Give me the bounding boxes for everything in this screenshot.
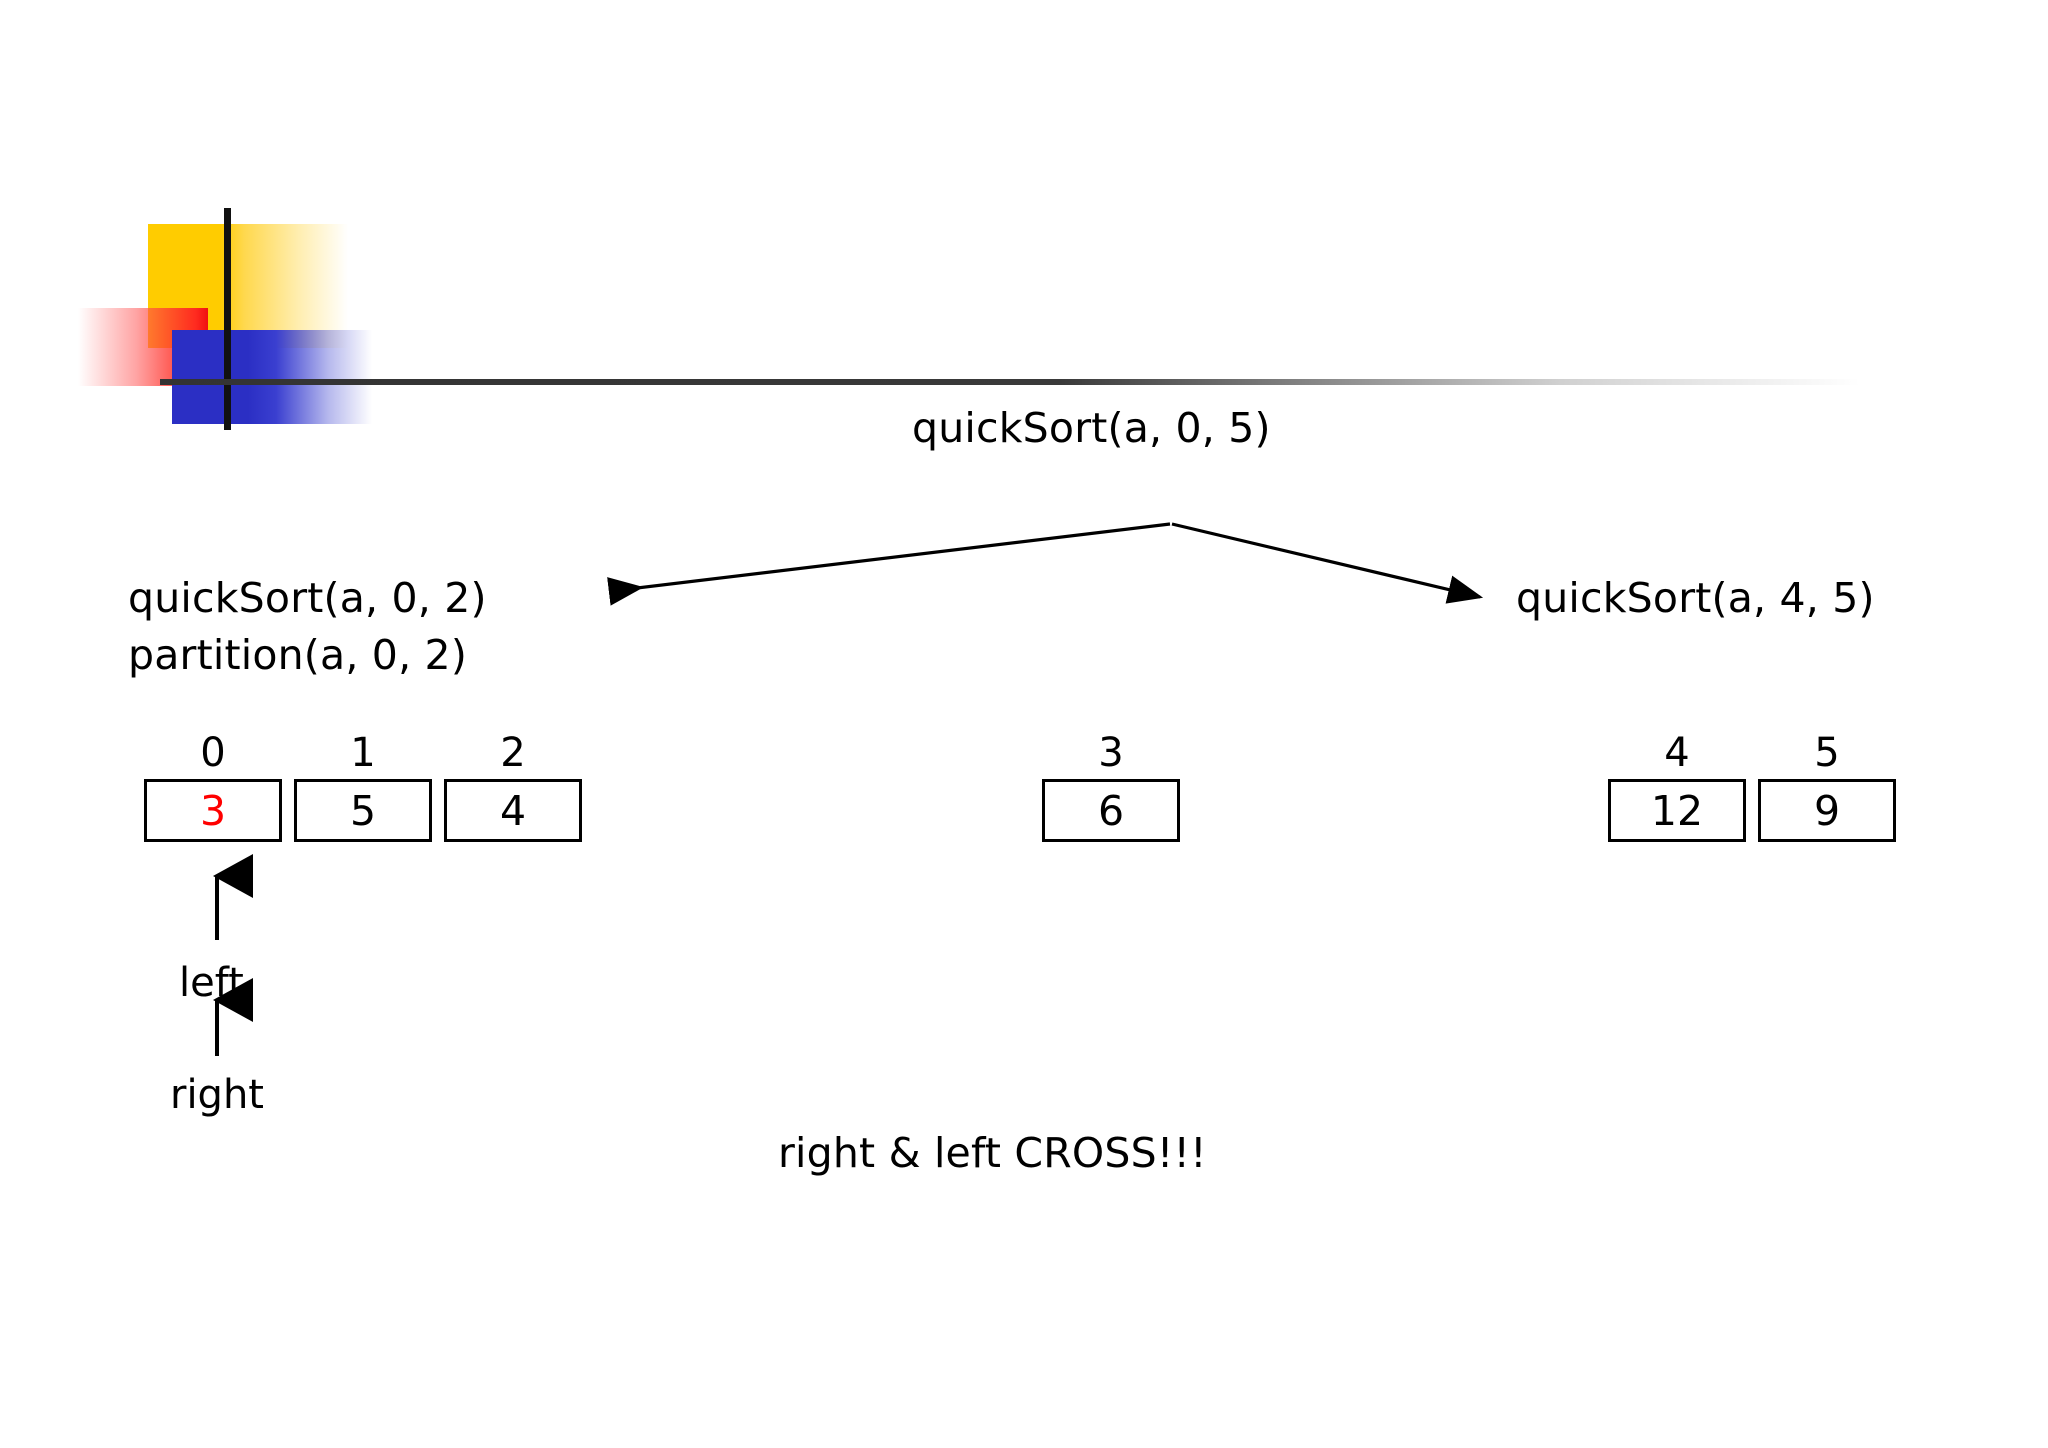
array-cell-box[interactable]: 9 — [1758, 779, 1896, 842]
array-cell[interactable]: 2 4 — [444, 730, 582, 842]
array-cell-index: 1 — [350, 730, 376, 776]
array-cell-index: 3 — [1098, 730, 1124, 776]
logo-yellow-square — [148, 224, 348, 348]
array-cell-box[interactable]: 6 — [1042, 779, 1180, 842]
array-cell[interactable]: 3 6 — [1042, 730, 1180, 842]
array-cell[interactable]: 5 9 — [1758, 730, 1896, 842]
arrow-to-left-subcall — [607, 522, 1171, 606]
arrow-to-right-subcall — [1171, 522, 1484, 604]
array-cell-value: 12 — [1650, 786, 1704, 835]
array-cell-box[interactable]: 4 — [444, 779, 582, 842]
array-group-pivot: 3 6 — [1042, 730, 1180, 842]
array-cell-value: 5 — [349, 786, 377, 835]
array-cell-index: 0 — [200, 730, 226, 776]
logo-vertical-bar — [224, 208, 231, 430]
array-group-left-partition: 0 3 1 5 2 4 — [144, 730, 582, 842]
array-cell-box[interactable]: 3 — [144, 779, 282, 842]
array-cell[interactable]: 4 12 — [1608, 730, 1746, 842]
array-cell-value: 6 — [1097, 786, 1125, 835]
root-call-label: quickSort(a, 0, 5) — [912, 404, 1271, 452]
right-subcall-label: quickSort(a, 4, 5) — [1516, 574, 1875, 622]
array-cell-value: 9 — [1813, 786, 1841, 835]
left-pointer-label: left — [179, 960, 244, 1006]
logo-horizontal-rule — [160, 379, 1860, 385]
slide-logo — [0, 0, 2048, 460]
cross-note-label: right & left CROSS!!! — [778, 1129, 1207, 1177]
array-cell-box[interactable]: 5 — [294, 779, 432, 842]
array-cell-value: 4 — [499, 786, 527, 835]
array-cell-index: 5 — [1814, 730, 1840, 776]
logo-blue-square — [172, 330, 372, 424]
right-pointer-label: right — [170, 1072, 264, 1118]
array-cell[interactable]: 0 3 — [144, 730, 282, 842]
array-cell-index: 2 — [500, 730, 526, 776]
left-subcall-label: quickSort(a, 0, 2) partition(a, 0, 2) — [128, 574, 487, 679]
array-cell-box[interactable]: 12 — [1608, 779, 1746, 842]
array-cell[interactable]: 1 5 — [294, 730, 432, 842]
array-cell-index: 4 — [1664, 730, 1690, 776]
array-group-right-partition: 4 12 5 9 — [1608, 730, 1896, 842]
logo-red-square — [78, 308, 208, 386]
array-cell-value: 3 — [199, 786, 227, 835]
